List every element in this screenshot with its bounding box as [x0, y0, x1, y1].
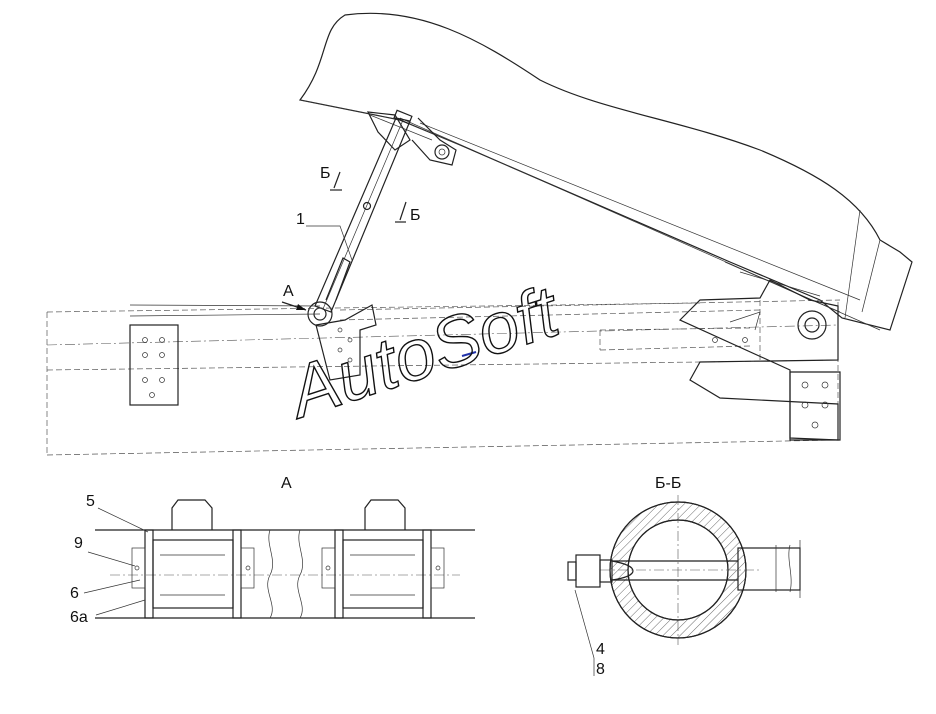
- label-part-6: 6: [70, 585, 79, 602]
- label-part-5: 5: [86, 493, 95, 510]
- label-section-b-left: Б: [320, 165, 331, 182]
- label-part-4: 4: [596, 641, 605, 658]
- view-a-title: А: [281, 475, 292, 492]
- support-strut: [314, 109, 413, 313]
- section-title: Б-Б: [655, 475, 681, 492]
- left-bracket: [129, 324, 179, 406]
- label-section-b-right: Б: [410, 207, 421, 224]
- main-view: 1 А Б Б: [46, 12, 913, 456]
- label-view-a-marker: А: [283, 283, 294, 300]
- hood-outline: [298, 12, 913, 331]
- label-part-8: 8: [596, 661, 605, 678]
- label-part-9: 9: [74, 535, 83, 552]
- view-a: А 5 9 6 6а: [70, 475, 475, 626]
- center-bracket: [315, 304, 377, 381]
- right-hinge-bracket: [678, 279, 841, 441]
- frame-rail: [46, 299, 841, 456]
- section-b-b: Б-Б 4 8: [567, 475, 801, 678]
- label-part-6a: 6а: [70, 609, 88, 626]
- label-part-1: 1: [296, 211, 305, 228]
- watermark: AutoSoft: [276, 271, 570, 435]
